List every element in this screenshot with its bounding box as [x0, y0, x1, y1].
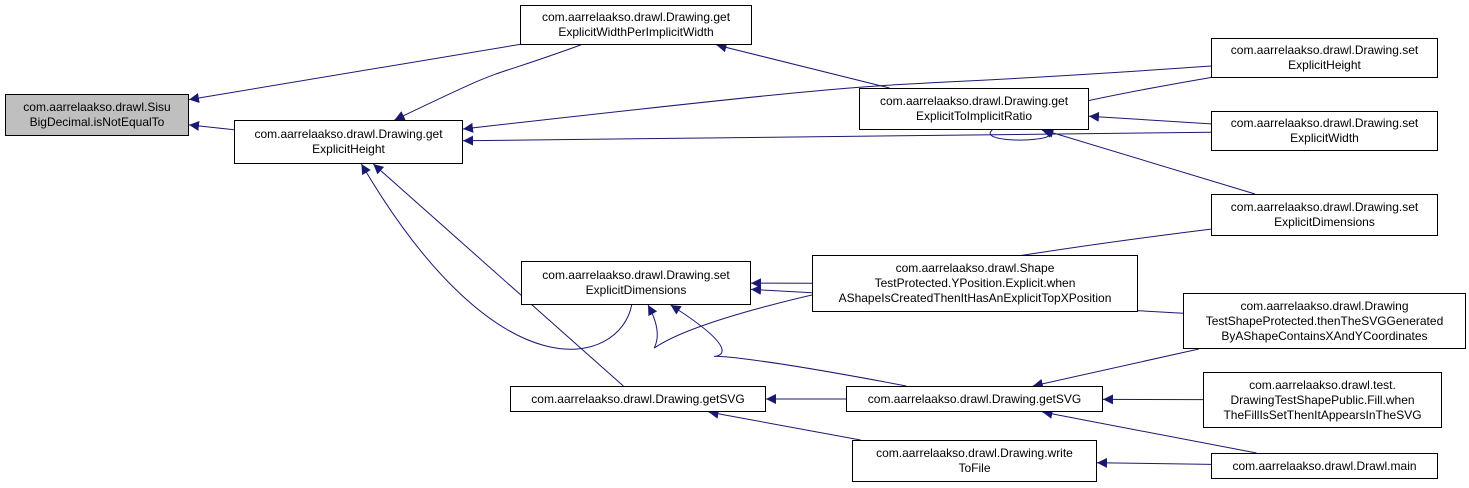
call-edge-n3-to-n2	[716, 42, 890, 89]
node-line: com.aarrelaakso.drawl.Drawl.main	[1232, 458, 1417, 473]
node-line: com.aarrelaakso.drawl.Drawing.get	[879, 94, 1069, 108]
node-line: com.aarrelaakso.drawl.Drawing	[1240, 298, 1409, 313]
call-edge-n13-to-n10	[708, 408, 861, 441]
node-line: com.aarrelaakso.drawl.Drawing.set	[542, 268, 730, 282]
node-drawing-setexplicitdimensions[interactable]: com.aarrelaakso.drawl.Drawing.set Explic…	[521, 261, 751, 305]
node-line: TestShapeProtected.thenTheSVGGenerated	[1205, 313, 1444, 328]
node-drawing-setexplicitwidth[interactable]: com.aarrelaakso.drawl.Drawing.set Explic…	[1211, 111, 1438, 151]
node-drawing-setexplicitdimensions-caller[interactable]: com.aarrelaakso.drawl.Drawing.set Explic…	[1211, 194, 1438, 236]
node-sisu-bigdecimal-isnotequalto: com.aarrelaakso.drawl.Sisu BigDecimal.is…	[5, 94, 189, 136]
call-edge-n2-to-n1	[394, 44, 581, 121]
call-edge-n7-to-n1	[360, 163, 633, 350]
node-drawingtestshapepublic-fill[interactable]: com.aarrelaakso.drawl.test. DrawingTestS…	[1203, 372, 1442, 428]
call-edge-n2-to-n0	[188, 43, 521, 103]
node-line: AShapeIsCreatedThenItHasAnExplicitTopXPo…	[838, 291, 1112, 305]
node-line: ExplicitHeight	[312, 142, 385, 156]
node-line: ExplicitDimensions	[1274, 215, 1375, 229]
node-line: com.aarrelaakso.drawl.Drawing.getSVG	[867, 391, 1082, 406]
call-edge-n10-to-n1	[372, 163, 624, 387]
node-line: com.aarrelaakso.drawl.Drawing.get	[541, 10, 731, 24]
node-drawing-getexplicitheight[interactable]: com.aarrelaakso.drawl.Drawing.get Explic…	[234, 120, 463, 164]
node-drawing-getsvg-right[interactable]: com.aarrelaakso.drawl.Drawing.getSVG	[846, 386, 1103, 412]
call-edge-n1-to-n0	[188, 120, 235, 131]
node-shapetestprotected-yposition-explicit[interactable]: com.aarrelaakso.drawl.Shape TestProtecte…	[812, 255, 1138, 312]
node-line: ExplicitWidthPerImplicitWidth	[558, 25, 714, 39]
node-drawl-main[interactable]: com.aarrelaakso.drawl.Drawl.main	[1211, 453, 1438, 479]
node-line: com.aarrelaakso.drawl.Drawing.set	[1230, 116, 1419, 130]
node-drawing-getexplicitwidthperimplicitwidth[interactable]: com.aarrelaakso.drawl.Drawing.get Explic…	[520, 5, 752, 45]
node-line: TheFillIsSetThenItAppearsInTheSVG	[1223, 407, 1422, 422]
call-edge-n11-to-n7	[670, 304, 907, 387]
call-edge-n6-to-n3	[1043, 128, 1256, 195]
node-line: ExplicitWidth	[1290, 131, 1359, 145]
node-line: ExplicitToImplicitRatio	[915, 109, 1033, 123]
call-edge-n5-to-n1	[462, 131, 1212, 146]
node-line: com.aarrelaakso.drawl.Drawing.set	[1230, 200, 1419, 214]
node-drawingtestshapeprotected-svg-coordinates[interactable]: com.aarrelaakso.drawl.Drawing TestShapeP…	[1183, 293, 1466, 349]
node-drawing-getexplicittoimplicitratio[interactable]: com.aarrelaakso.drawl.Drawing.get Explic…	[859, 88, 1089, 130]
call-edge-n9-to-n11	[1032, 348, 1199, 389]
node-line: com.aarrelaakso.drawl.Sisu	[23, 100, 171, 114]
call-edge-n14-to-n11	[1042, 408, 1257, 454]
node-line: com.aarrelaakso.drawl.Shape	[895, 261, 1055, 275]
node-line: com.aarrelaakso.drawl.Drawing.getSVG	[531, 391, 745, 406]
node-line: com.aarrelaakso.drawl.test.	[1249, 377, 1396, 392]
node-line: BigDecimal.isNotEqualTo	[29, 115, 165, 129]
node-line: ToFile	[958, 461, 991, 475]
node-line: ExplicitHeight	[1288, 58, 1361, 72]
node-drawing-setexplicitheight[interactable]: com.aarrelaakso.drawl.Drawing.set Explic…	[1211, 38, 1438, 78]
node-line: com.aarrelaakso.drawl.Drawing.get	[254, 127, 443, 141]
call-edge-n14-to-n13	[1096, 457, 1212, 468]
call-edge-n4-to-n1	[462, 65, 1212, 133]
node-line: com.aarrelaakso.drawl.Drawing.write	[876, 446, 1073, 460]
node-drawing-getsvg-left[interactable]: com.aarrelaakso.drawl.Drawing.getSVG	[510, 386, 766, 412]
call-edge-n5-to-n3	[1088, 111, 1212, 125]
node-line: ExplicitDimensions	[585, 283, 687, 297]
node-line: DrawingTestShapePublic.Fill.when	[1230, 392, 1415, 407]
node-line: ByAShapeContainsXAndYCoordinates	[1221, 328, 1428, 343]
node-line: TestProtected.YPosition.Explicit.when	[874, 276, 1076, 290]
node-line: com.aarrelaakso.drawl.Drawing.set	[1230, 43, 1419, 57]
node-drawing-writetofile[interactable]: com.aarrelaakso.drawl.Drawing.write ToFi…	[852, 440, 1097, 482]
